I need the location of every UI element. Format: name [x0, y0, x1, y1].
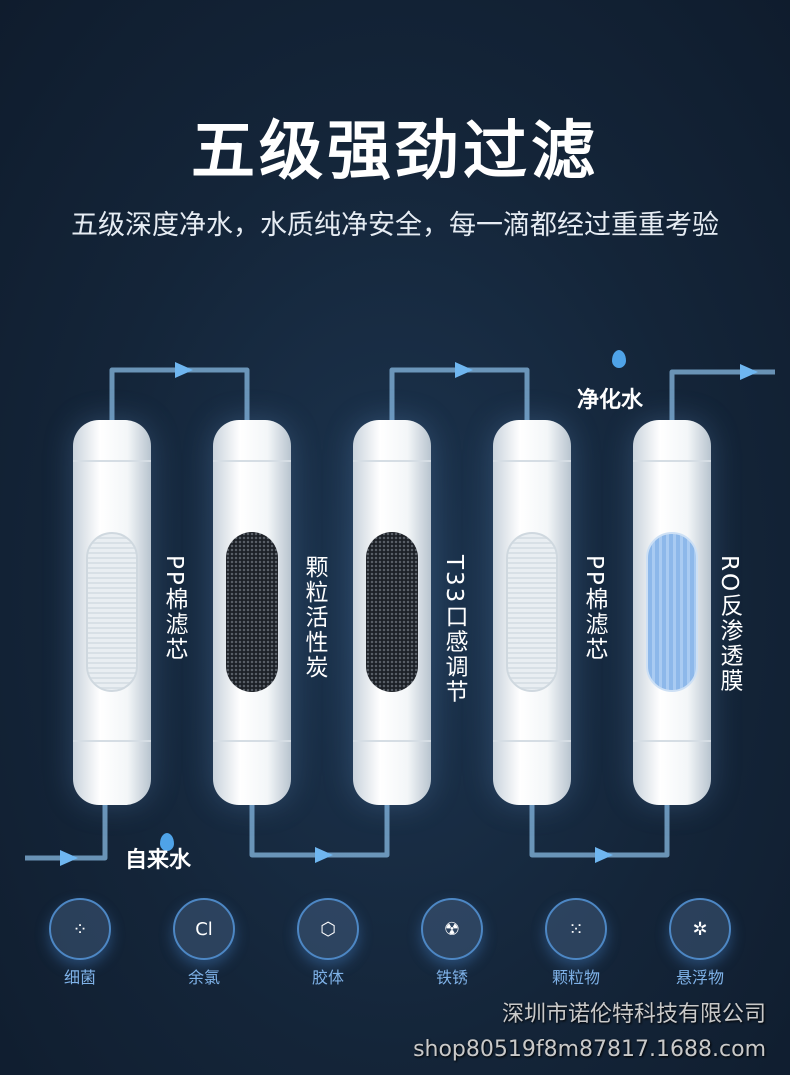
- watermark-url: shop80519f8m87817.1688.com: [413, 1037, 766, 1062]
- flow-arrow-icon: [740, 364, 758, 380]
- filter-cartridge-3: [353, 420, 431, 805]
- dots-icon: ⁘: [49, 898, 111, 960]
- molecule-icon: ✲: [669, 898, 731, 960]
- filter-cartridge-2: [213, 420, 291, 805]
- pipe-segment: [669, 369, 775, 425]
- inlet-label: 自来水: [125, 847, 192, 873]
- filter-label: 颗粒活性炭: [301, 555, 327, 680]
- water-drop-icon: [160, 833, 174, 851]
- water-drop-icon: [612, 350, 626, 368]
- pipe-segment: [25, 805, 108, 861]
- outlet-label: 净化水: [577, 387, 644, 413]
- filter-cartridge-5: [633, 420, 711, 805]
- pipe-segment: [109, 367, 250, 425]
- page-title: 五级强劲过滤: [191, 115, 599, 189]
- pipe-segment: [249, 805, 390, 858]
- flow-arrow-icon: [175, 362, 193, 378]
- pipe-segment: [529, 805, 670, 858]
- filter-label: PP棉滤芯: [581, 555, 607, 662]
- flow-arrow-icon: [455, 362, 473, 378]
- filter-cartridge-4: [493, 420, 571, 805]
- flow-arrow-icon: [315, 847, 333, 863]
- particles-icon: ⁙: [545, 898, 607, 960]
- contaminant-label: 悬浮物: [675, 968, 724, 987]
- flow-arrow-icon: [60, 850, 78, 866]
- filter-label: RO反渗透膜: [716, 555, 742, 694]
- watermark-company: 深圳市诺伦特科技有限公司: [501, 1002, 766, 1027]
- filter-label: T33口感调节: [441, 555, 467, 705]
- radiation-icon: ☢: [421, 898, 483, 960]
- contaminant-label: 细菌: [63, 968, 96, 987]
- subtitle: 五级深度净水，水质纯净安全，每一滴都经过重重考验: [71, 210, 719, 241]
- contaminant-label: 颗粒物: [551, 968, 600, 987]
- pipe-segment: [389, 367, 530, 425]
- flow-arrow-icon: [595, 847, 613, 863]
- contaminant-label: 胶体: [311, 968, 344, 987]
- contaminant-label: 铁锈: [435, 968, 468, 987]
- hexagon-icon: ⬡: [297, 898, 359, 960]
- contaminant-label: 余氯: [187, 968, 220, 987]
- filter-cartridge-1: [73, 420, 151, 805]
- chlorine-icon: Cl: [173, 898, 235, 960]
- filter-label: PP棉滤芯: [161, 555, 187, 662]
